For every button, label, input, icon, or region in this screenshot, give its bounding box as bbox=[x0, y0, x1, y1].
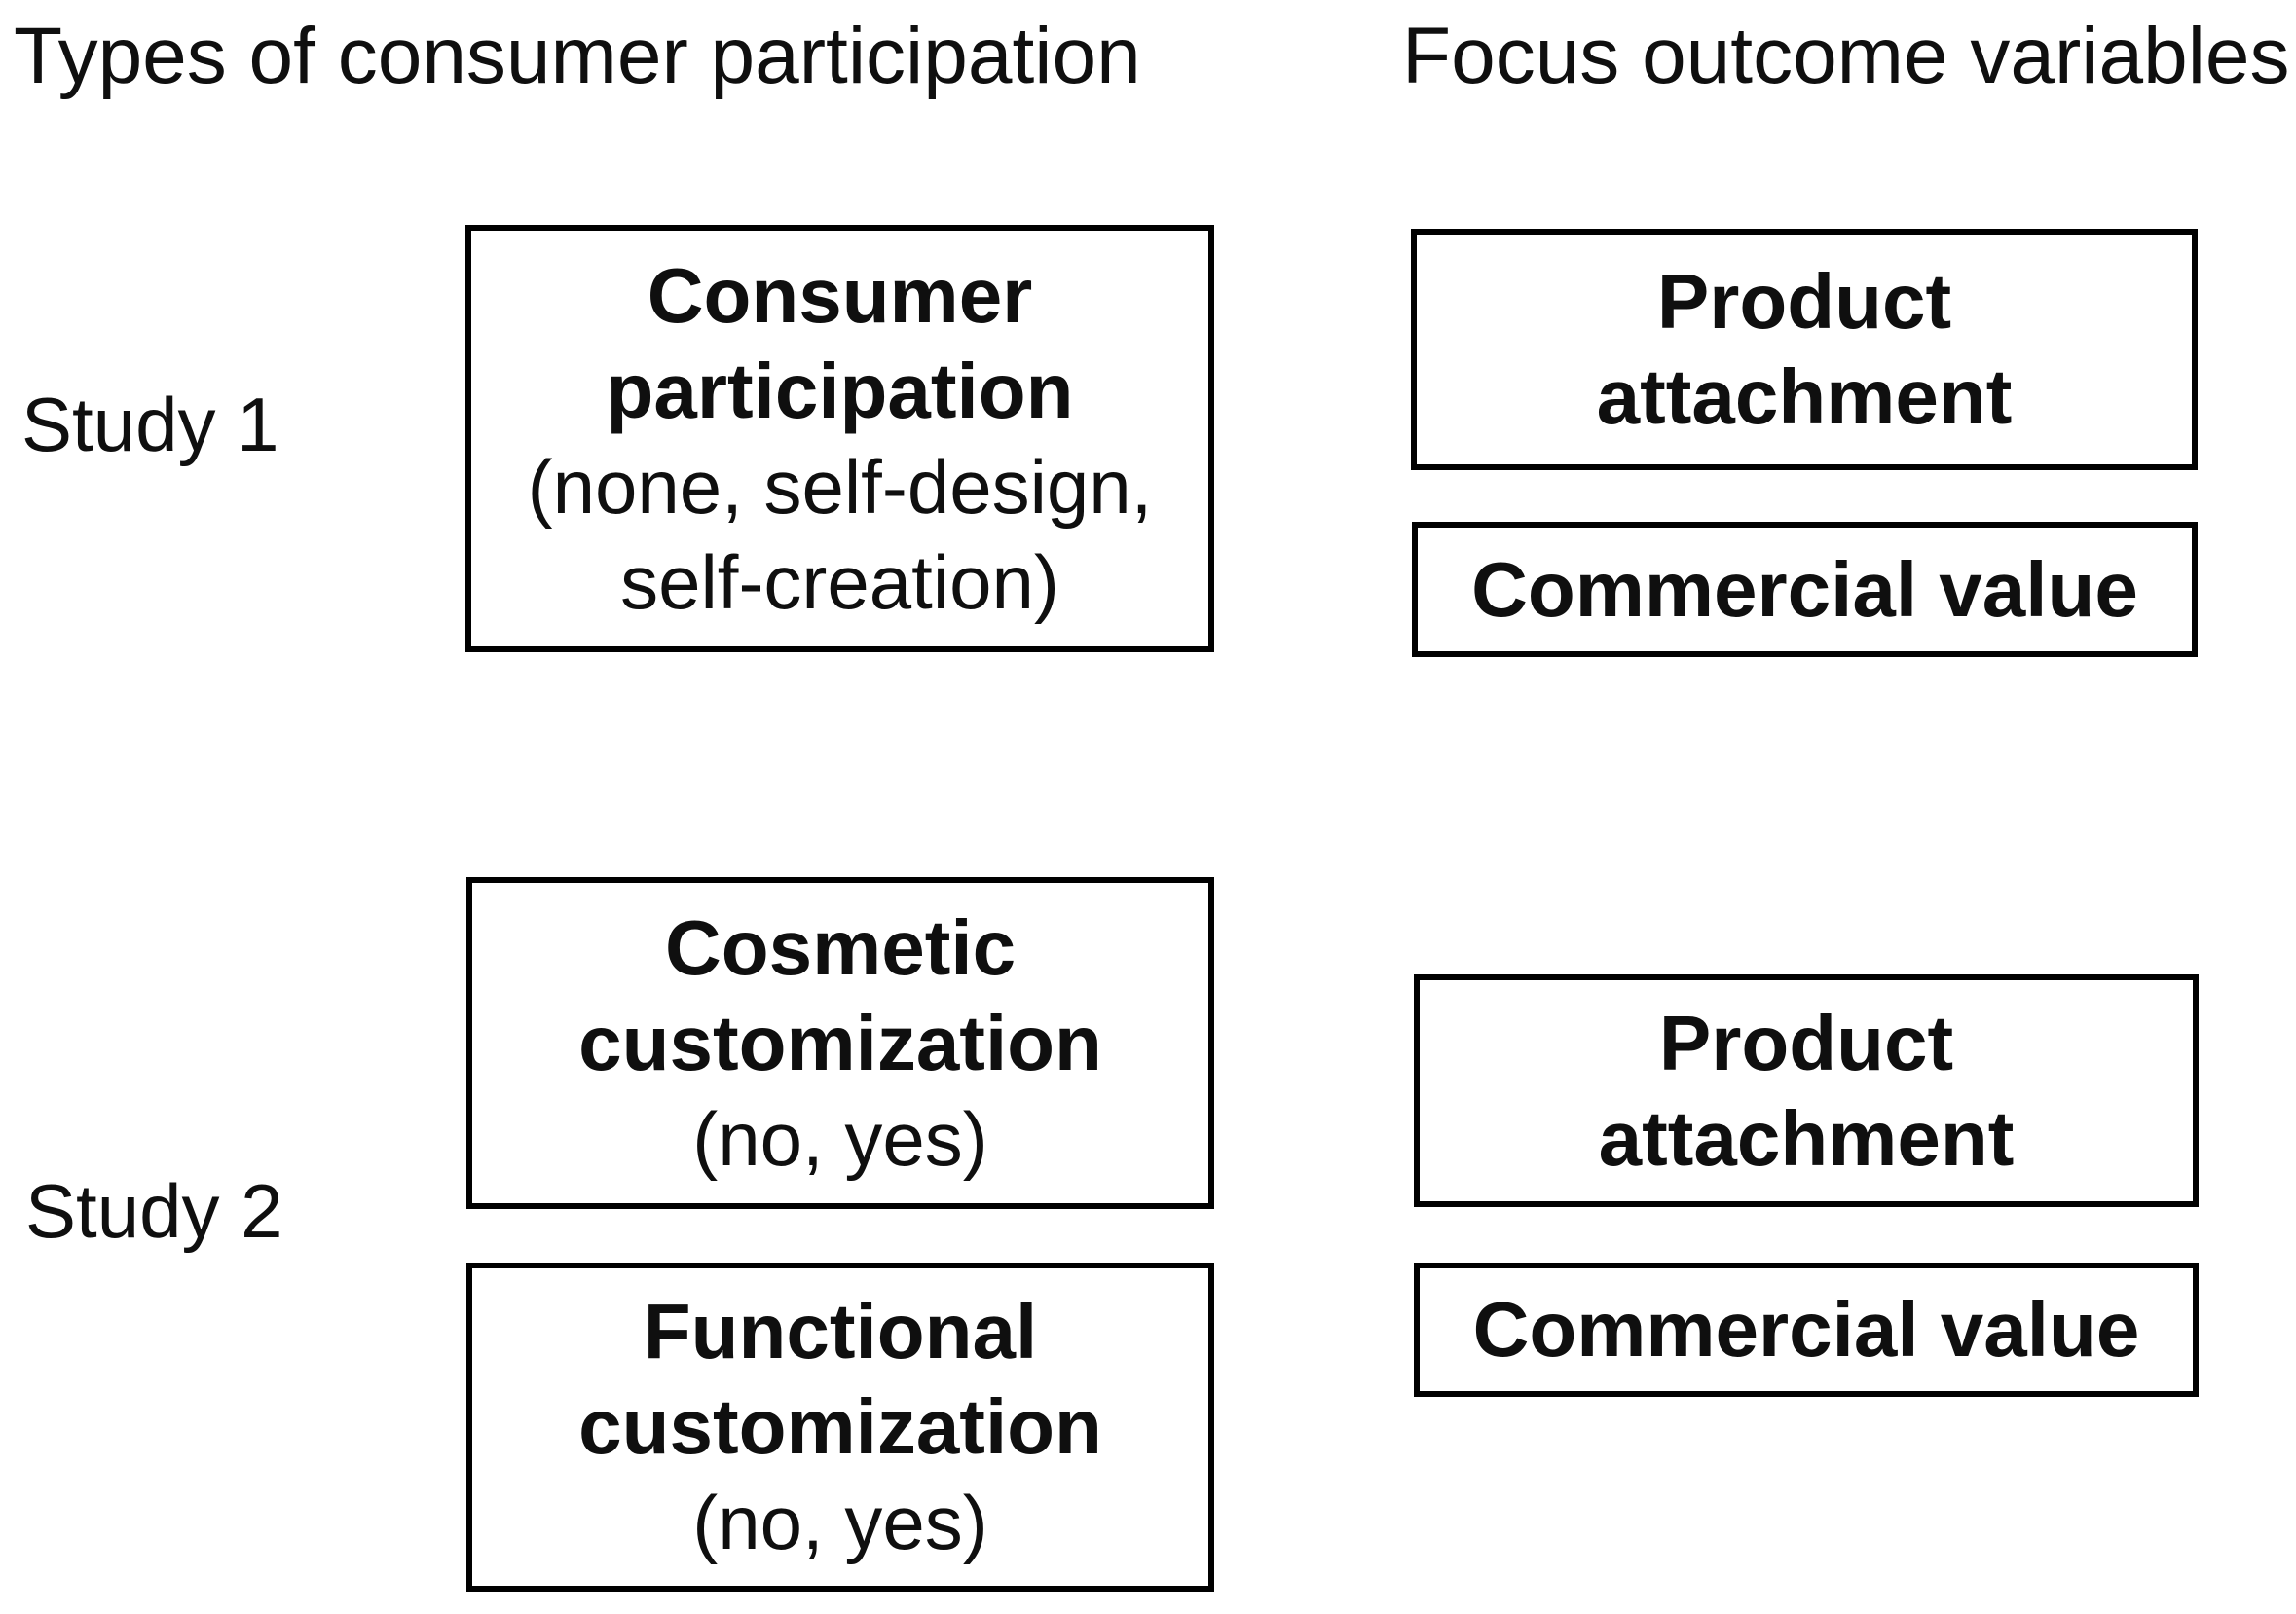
box-title-line: attachment bbox=[1596, 353, 2013, 440]
box-title-line: Cosmetic bbox=[664, 903, 1017, 991]
box-subtitle-line: self-creation) bbox=[620, 538, 1059, 625]
study2-functional-customization-box: Functional customization (no, yes) bbox=[466, 1263, 1214, 1592]
study1-consumer-participation-box: Consumer participation (none, self-desig… bbox=[465, 225, 1214, 652]
study1-product-attachment-box: Product attachment bbox=[1411, 229, 2198, 470]
box-title-line: Commercial value bbox=[1471, 545, 2138, 633]
column-header-participation: Types of consumer participation bbox=[14, 12, 1141, 100]
box-title-line: customization bbox=[578, 1383, 1102, 1470]
box-subtitle-line: (no, yes) bbox=[692, 1095, 988, 1182]
column-header-outcomes: Focus outcome variables bbox=[1402, 12, 2290, 100]
box-title-line: customization bbox=[578, 999, 1102, 1086]
study2-commercial-value-box: Commercial value bbox=[1414, 1263, 2199, 1397]
study2-cosmetic-customization-box: Cosmetic customization (no, yes) bbox=[466, 877, 1214, 1209]
box-title-line: Product bbox=[1658, 999, 1954, 1086]
box-title-line: Consumer bbox=[647, 251, 1033, 339]
box-title-line: participation bbox=[606, 347, 1074, 434]
box-title-line: attachment bbox=[1598, 1094, 2015, 1182]
study2-label: Study 2 bbox=[25, 1168, 283, 1254]
box-title-line: Functional bbox=[643, 1288, 1038, 1375]
study1-label: Study 1 bbox=[21, 382, 279, 467]
box-subtitle-line: (none, self-design, bbox=[527, 443, 1153, 530]
study2-product-attachment-box: Product attachment bbox=[1414, 974, 2199, 1207]
box-title-line: Product bbox=[1656, 258, 1952, 345]
box-title-line: Commercial value bbox=[1472, 1286, 2140, 1373]
box-subtitle-line: (no, yes) bbox=[692, 1480, 988, 1565]
study1-commercial-value-box: Commercial value bbox=[1412, 522, 2198, 657]
